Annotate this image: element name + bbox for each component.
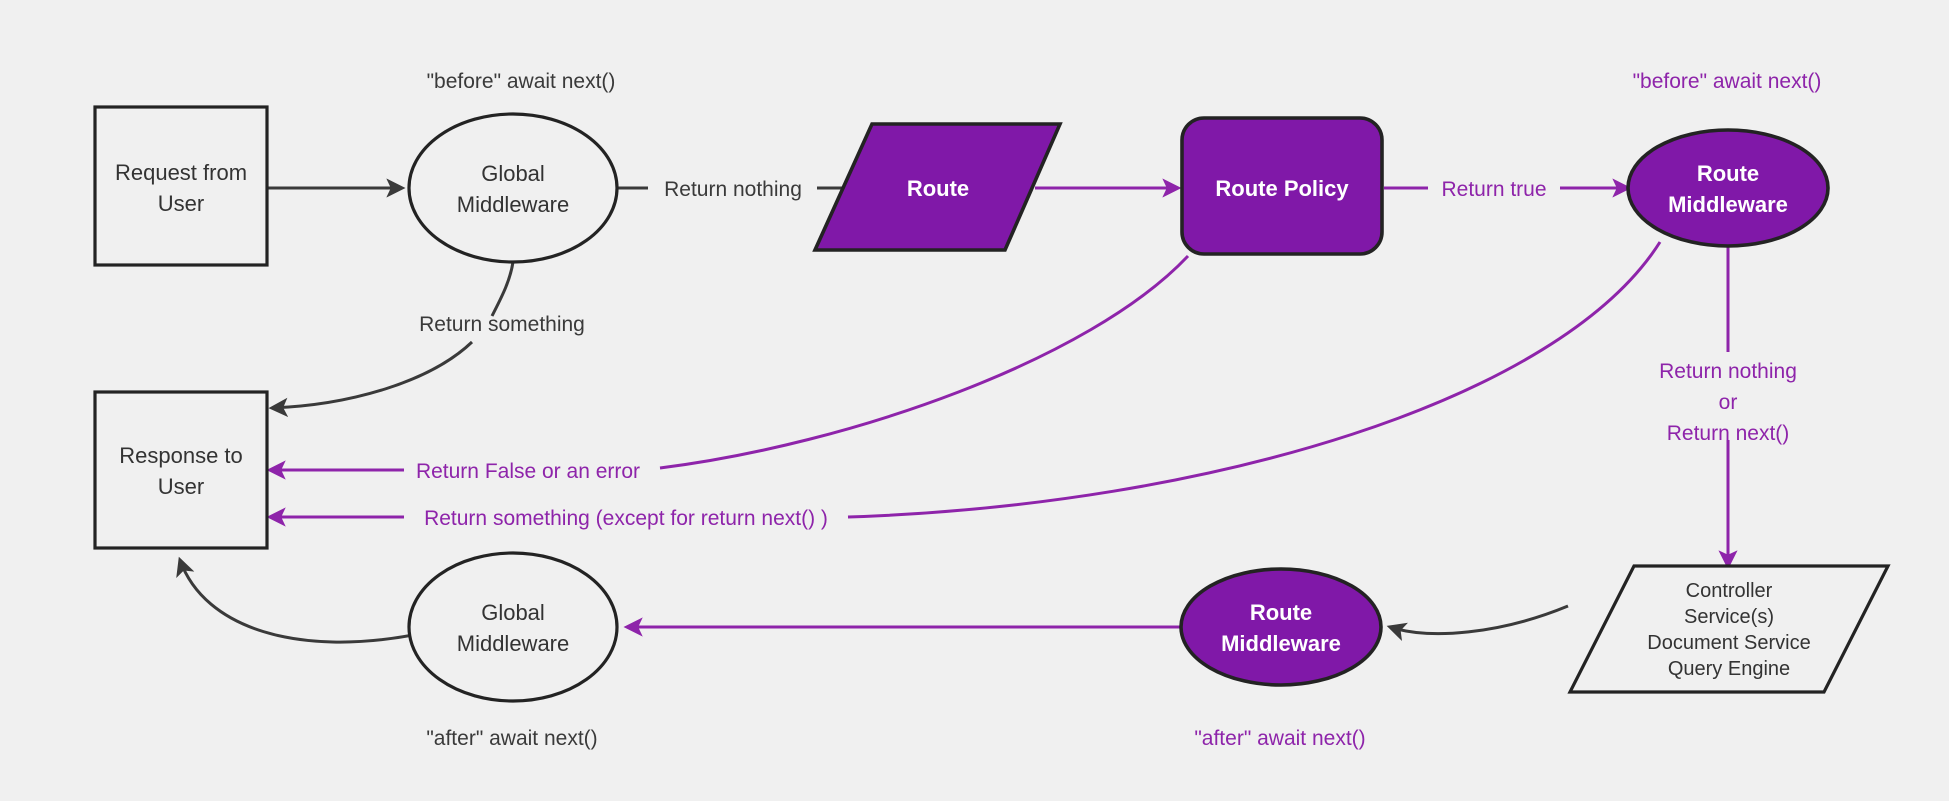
node-global-middleware-bottom-line1: Global: [481, 600, 545, 625]
edge-controller-to-route-middleware-bottom: [1386, 604, 1569, 642]
node-route-middleware-bottom-line1: Route: [1250, 600, 1312, 625]
label-return-something-global: Return something: [419, 313, 585, 336]
label-return-true: Return true: [1441, 178, 1546, 201]
edge-route-middleware-return-something-curve: [847, 241, 1662, 519]
node-controller-line4: Query Engine: [1668, 658, 1790, 680]
node-route-middleware-bottom-line2: Middleware: [1221, 631, 1341, 656]
node-request-from-user-line1: Request from: [115, 160, 247, 185]
label-after-await-next-global: "after" await next(): [426, 727, 597, 750]
edge-global-middleware-return-something-lower: [268, 340, 474, 418]
edge-global-middleware-bottom-to-response: [176, 556, 414, 644]
label-before-await-next-global: "before" await next(): [427, 70, 616, 93]
node-global-middleware-bottom-line2: Middleware: [457, 631, 570, 656]
edge-global-middleware-return-something-upper: [490, 261, 515, 317]
label-return-nothing-global: Return nothing: [664, 178, 802, 201]
label-return-nothing-or-line2: or: [1719, 391, 1738, 414]
node-route: [812, 122, 1063, 252]
node-route-policy-label: Route Policy: [1215, 176, 1349, 201]
node-route-middleware-bottom: [1179, 567, 1383, 687]
label-return-something-except: Return something (except for return next…: [424, 507, 828, 530]
node-route-policy: [1180, 116, 1384, 256]
node-request-from-user: [93, 105, 269, 267]
node-global-middleware-top: [407, 112, 619, 264]
node-response-to-user-line2: User: [158, 474, 204, 499]
node-route-label: Route: [907, 176, 969, 201]
node-response-to-user: [93, 390, 269, 550]
node-route-middleware-top-line2: Middleware: [1668, 192, 1788, 217]
node-request-from-user-line2: User: [158, 191, 204, 216]
label-after-await-next-route: "after" await next(): [1194, 727, 1365, 750]
node-route-middleware-top: [1626, 128, 1830, 248]
node-controller-line2: Service(s): [1684, 606, 1774, 628]
label-return-nothing-or-line1: Return nothing: [1659, 360, 1797, 383]
edge-route-policy-return-false-curve: [659, 254, 1190, 470]
node-route-middleware-top-line1: Route: [1697, 161, 1759, 186]
node-response-to-user-line1: Response to: [119, 443, 243, 468]
node-controller-line3: Document Service: [1647, 632, 1810, 654]
label-return-nothing-or-line3: Return next(): [1667, 422, 1790, 445]
node-global-middleware-bottom: [407, 551, 619, 703]
node-global-middleware-top-line2: Middleware: [457, 192, 570, 217]
label-return-false-or-error: Return False or an error: [416, 460, 640, 483]
node-controller-line1: Controller: [1686, 580, 1773, 602]
node-controller-services: [1567, 564, 1891, 694]
node-global-middleware-top-line1: Global: [481, 161, 545, 186]
label-before-await-next-route: "before" await next(): [1633, 70, 1822, 93]
